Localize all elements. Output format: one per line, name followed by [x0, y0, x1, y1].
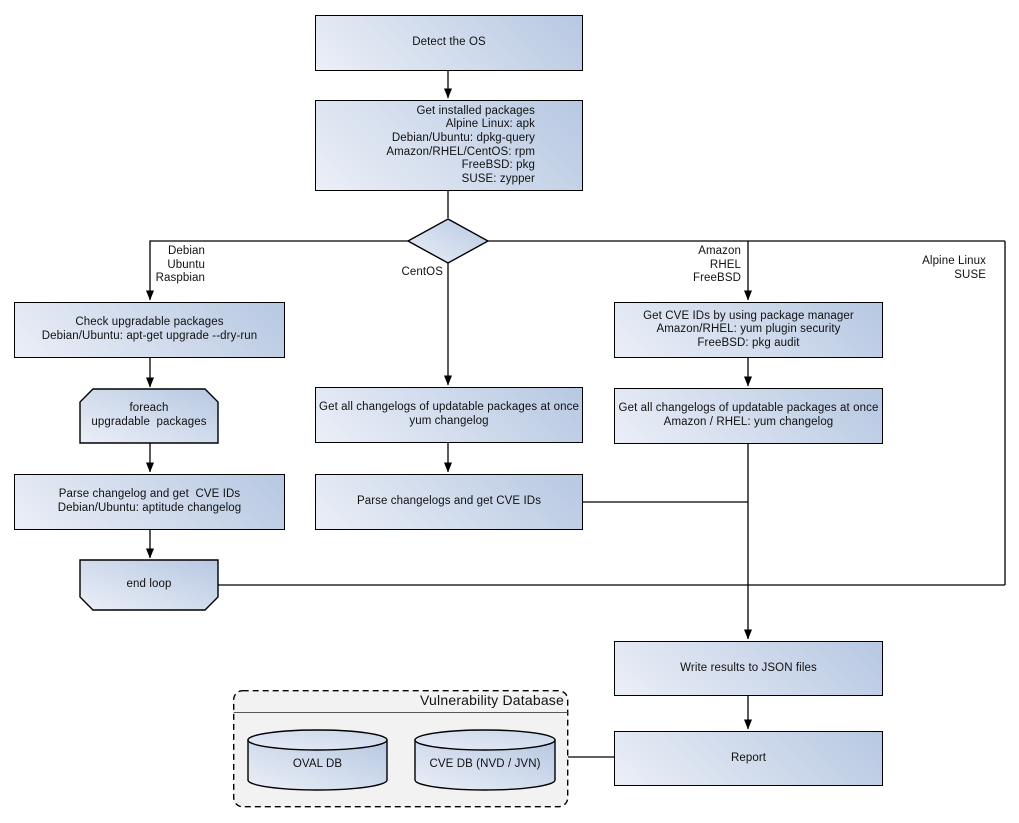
- text-line: Check upgradable packages: [75, 316, 224, 329]
- text-line: Debian/Ubuntu: apt-get upgrade --dry-run: [41, 330, 258, 342]
- text-line: Ubuntu: [167, 258, 205, 271]
- branch-label-centos: CentOS: [343, 266, 443, 280]
- end-loop-shape: [79, 559, 219, 611]
- text-line: RHEL: [709, 258, 741, 271]
- text-line: Report: [730, 751, 767, 764]
- oval-db-cylinder-icon: [247, 729, 388, 791]
- text-line: Get CVE IDs by using package manager: [643, 309, 854, 322]
- text-line: Get installed packages: [416, 104, 535, 117]
- node-get-changelogs-yum: Get all changelogs of updatable packages…: [315, 387, 583, 443]
- text-line: Detect the OS: [412, 36, 486, 49]
- node-write-results-json: Write results to JSON files: [614, 641, 883, 696]
- text-line: Amazon/RHEL/CentOS: rpm: [386, 145, 535, 158]
- text-line: Debian: [167, 245, 205, 257]
- node-detect-os: Detect the OS: [315, 15, 583, 71]
- text-line: SUSE: [954, 268, 986, 281]
- text-line: FreeBSD: pkg: [461, 159, 535, 172]
- text-line: Get all changelogs of updatable packages…: [319, 401, 579, 414]
- text-line: FreeBSD: [693, 272, 741, 285]
- text-line: Parse changelogs and get CVE IDs: [356, 495, 542, 508]
- vulnerability-database-title: Vulnerability Database: [420, 692, 564, 708]
- text-line: Write results to JSON files: [680, 661, 817, 674]
- foreach-loop-shape: [79, 388, 219, 444]
- text-line: Amazon / RHEL: yum changelog: [663, 416, 834, 428]
- os-decision-diamond: [406, 218, 490, 264]
- node-parse-changelogs-cve: Parse changelogs and get CVE IDs: [315, 474, 583, 530]
- text-line: CentOS: [401, 266, 443, 278]
- text-line: Debian/Ubuntu: dpkg-query: [391, 131, 535, 144]
- text-line: SUSE: zypper: [461, 172, 535, 185]
- text-line: Parse changelog and get CVE IDs: [58, 488, 241, 501]
- text-line: Get all changelogs of updatable packages…: [618, 402, 879, 415]
- text-line: Amazon: [698, 245, 741, 257]
- node-get-changelogs-amazon-rhel: Get all changelogs of updatable packages…: [614, 388, 883, 444]
- text-line: Alpine Linux: apk: [445, 118, 535, 131]
- node-report: Report: [614, 731, 883, 786]
- text-line: yum changelog: [409, 415, 489, 427]
- text-line: Alpine Linux: [922, 255, 986, 267]
- cve-db-cylinder-icon: [414, 729, 556, 791]
- text-line: FreeBSD: pkg audit: [697, 336, 800, 349]
- text-line: Amazon/RHEL: yum plugin security: [656, 323, 841, 336]
- arrow-diamond-to-check-upgradable: [146, 240, 408, 301]
- text-line: Debian/Ubuntu: aptitude changelog: [57, 502, 242, 514]
- text-line: Raspbian: [155, 272, 205, 285]
